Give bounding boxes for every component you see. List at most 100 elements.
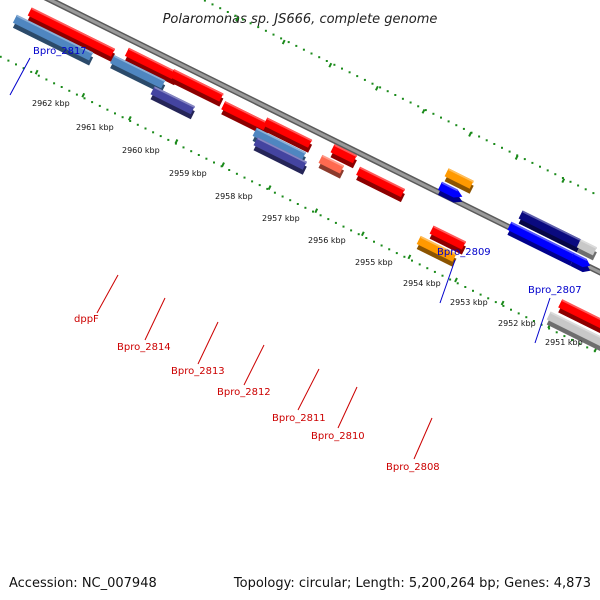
ruler-dot bbox=[502, 304, 505, 307]
gene-face bbox=[558, 299, 600, 329]
gene-feature bbox=[507, 221, 575, 266]
ruler-dot bbox=[45, 78, 48, 81]
gene-highlight bbox=[420, 235, 457, 256]
ruler-dot bbox=[470, 131, 473, 134]
ruler-dot bbox=[523, 158, 526, 161]
ruler-dot bbox=[327, 218, 330, 221]
gene-face bbox=[518, 210, 581, 248]
ruler-dot bbox=[464, 286, 467, 288]
ruler-dot bbox=[371, 82, 374, 85]
ruler-dot bbox=[174, 142, 177, 145]
ruler-dot bbox=[7, 59, 10, 62]
ruler-tick bbox=[314, 208, 319, 214]
ruler-dot bbox=[249, 22, 252, 25]
ruler-dot bbox=[319, 214, 322, 217]
ruler-dot bbox=[83, 97, 86, 100]
gene-label: Bpro_2808 bbox=[386, 462, 440, 473]
ruler-tick bbox=[281, 39, 286, 45]
gene-face bbox=[444, 168, 474, 189]
ruler-dot bbox=[152, 131, 155, 134]
ruler-dot bbox=[487, 297, 490, 300]
gene-feature bbox=[356, 166, 405, 203]
gene-highlight bbox=[522, 210, 581, 242]
gene-feature bbox=[576, 239, 597, 261]
ruler-dot bbox=[60, 86, 63, 88]
ruler-dot bbox=[455, 124, 458, 127]
gene-labels: Bpro_2817Bpro_2809Bpro_2807dppFBpro_2814… bbox=[9, 46, 582, 473]
gene-highlight bbox=[225, 101, 270, 126]
ruler-dot bbox=[136, 123, 139, 126]
ruler-dot bbox=[493, 143, 496, 145]
ruler-dot bbox=[563, 335, 566, 338]
gene-label-group: Bpro_2814 bbox=[117, 297, 171, 353]
ruler-dot bbox=[281, 195, 284, 198]
ruler-dot bbox=[266, 187, 269, 190]
gene-feature bbox=[170, 69, 224, 107]
ruler-dot bbox=[22, 67, 25, 70]
ruler-dot bbox=[0, 55, 2, 58]
ruler-dot bbox=[272, 33, 275, 36]
gene-face bbox=[124, 47, 179, 81]
ruler-dot bbox=[129, 120, 132, 122]
gene-label-pointer bbox=[243, 344, 265, 386]
ruler-dot bbox=[304, 206, 307, 209]
gene-label: Bpro_2812 bbox=[217, 387, 271, 398]
ruler-dot bbox=[106, 108, 109, 111]
ruler-dot bbox=[356, 75, 359, 78]
ruler-dot bbox=[577, 184, 580, 187]
ruler-dot bbox=[251, 180, 254, 183]
ruler-label: 2957 kbp bbox=[262, 214, 300, 223]
ruler-dot bbox=[219, 7, 222, 10]
gene-face bbox=[576, 239, 597, 256]
ruler-dot bbox=[539, 165, 541, 168]
gene-highlight bbox=[114, 55, 166, 83]
ruler-dot bbox=[235, 172, 238, 175]
ruler-dot bbox=[531, 161, 534, 164]
gene-face bbox=[507, 221, 575, 261]
ruler-dot bbox=[546, 169, 549, 172]
ruler-dot bbox=[333, 63, 336, 66]
ruler-dot bbox=[53, 82, 56, 85]
gene-highlight bbox=[128, 47, 179, 75]
gene-face bbox=[27, 7, 116, 57]
ruler-tick bbox=[221, 162, 225, 167]
ruler-dot bbox=[373, 240, 375, 243]
ruler-dot bbox=[280, 37, 283, 40]
topology-summary: Topology: circular; Length: 5,200,264 bp… bbox=[233, 576, 591, 591]
ruler-dot bbox=[167, 138, 170, 141]
ruler-dot bbox=[586, 346, 589, 349]
gene-face bbox=[170, 69, 224, 102]
ruler-dot bbox=[485, 139, 488, 142]
gene-face bbox=[438, 181, 463, 198]
gene-label-group: Bpro_2813 bbox=[171, 321, 225, 377]
gene-label-pointer bbox=[9, 57, 31, 96]
gene-face bbox=[570, 252, 591, 268]
gene-feature bbox=[12, 14, 94, 66]
gene-face bbox=[416, 235, 457, 262]
gene-highlight bbox=[322, 154, 344, 168]
ruler-tick bbox=[500, 300, 505, 306]
gene-highlight bbox=[154, 86, 195, 109]
gene-feature bbox=[444, 168, 474, 194]
ruler-label: 2960 kbp bbox=[122, 146, 160, 155]
gene-label: Bpro_2807 bbox=[528, 285, 582, 296]
ruler-dot bbox=[379, 86, 382, 89]
ruler-dot bbox=[555, 331, 558, 334]
ruler-dot bbox=[197, 154, 200, 156]
ruler-dot bbox=[395, 252, 398, 255]
gene-face bbox=[429, 225, 466, 250]
ruler-dot bbox=[508, 150, 511, 153]
gene-label-pointer bbox=[96, 274, 119, 314]
ruler-dot bbox=[220, 165, 223, 168]
gene-label-group: Bpro_2817 bbox=[9, 46, 87, 96]
gene-feature bbox=[330, 144, 357, 169]
ruler-tick bbox=[235, 16, 239, 22]
ruler-dot bbox=[334, 221, 337, 224]
ruler-dot bbox=[203, 0, 206, 2]
ruler-tick bbox=[174, 139, 179, 144]
ruler-label: 2961 kbp bbox=[76, 123, 114, 132]
gene-highlight bbox=[433, 225, 466, 244]
gene-feature bbox=[429, 225, 466, 255]
gene-highlight bbox=[442, 181, 458, 192]
